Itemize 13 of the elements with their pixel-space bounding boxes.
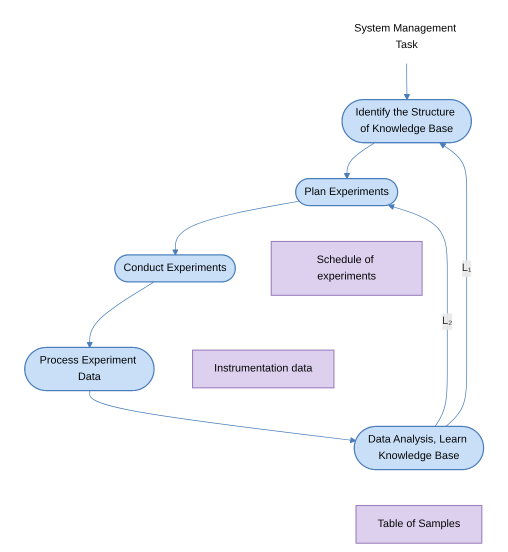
node-box: Table of Samples <box>355 504 482 544</box>
arrow <box>388 204 448 427</box>
edge-label: L₂ <box>442 314 452 326</box>
node-box: Schedule of experiments <box>270 240 422 296</box>
arrow <box>172 200 300 256</box>
arrow <box>404 62 410 100</box>
arrow <box>439 142 467 427</box>
edge-label: L₁ <box>462 261 472 274</box>
arrow <box>86 281 154 348</box>
node-box: Instrumentation data <box>192 349 334 388</box>
arrow <box>344 142 374 179</box>
node-text: System Management Task <box>354 21 456 50</box>
arrow <box>89 390 356 443</box>
